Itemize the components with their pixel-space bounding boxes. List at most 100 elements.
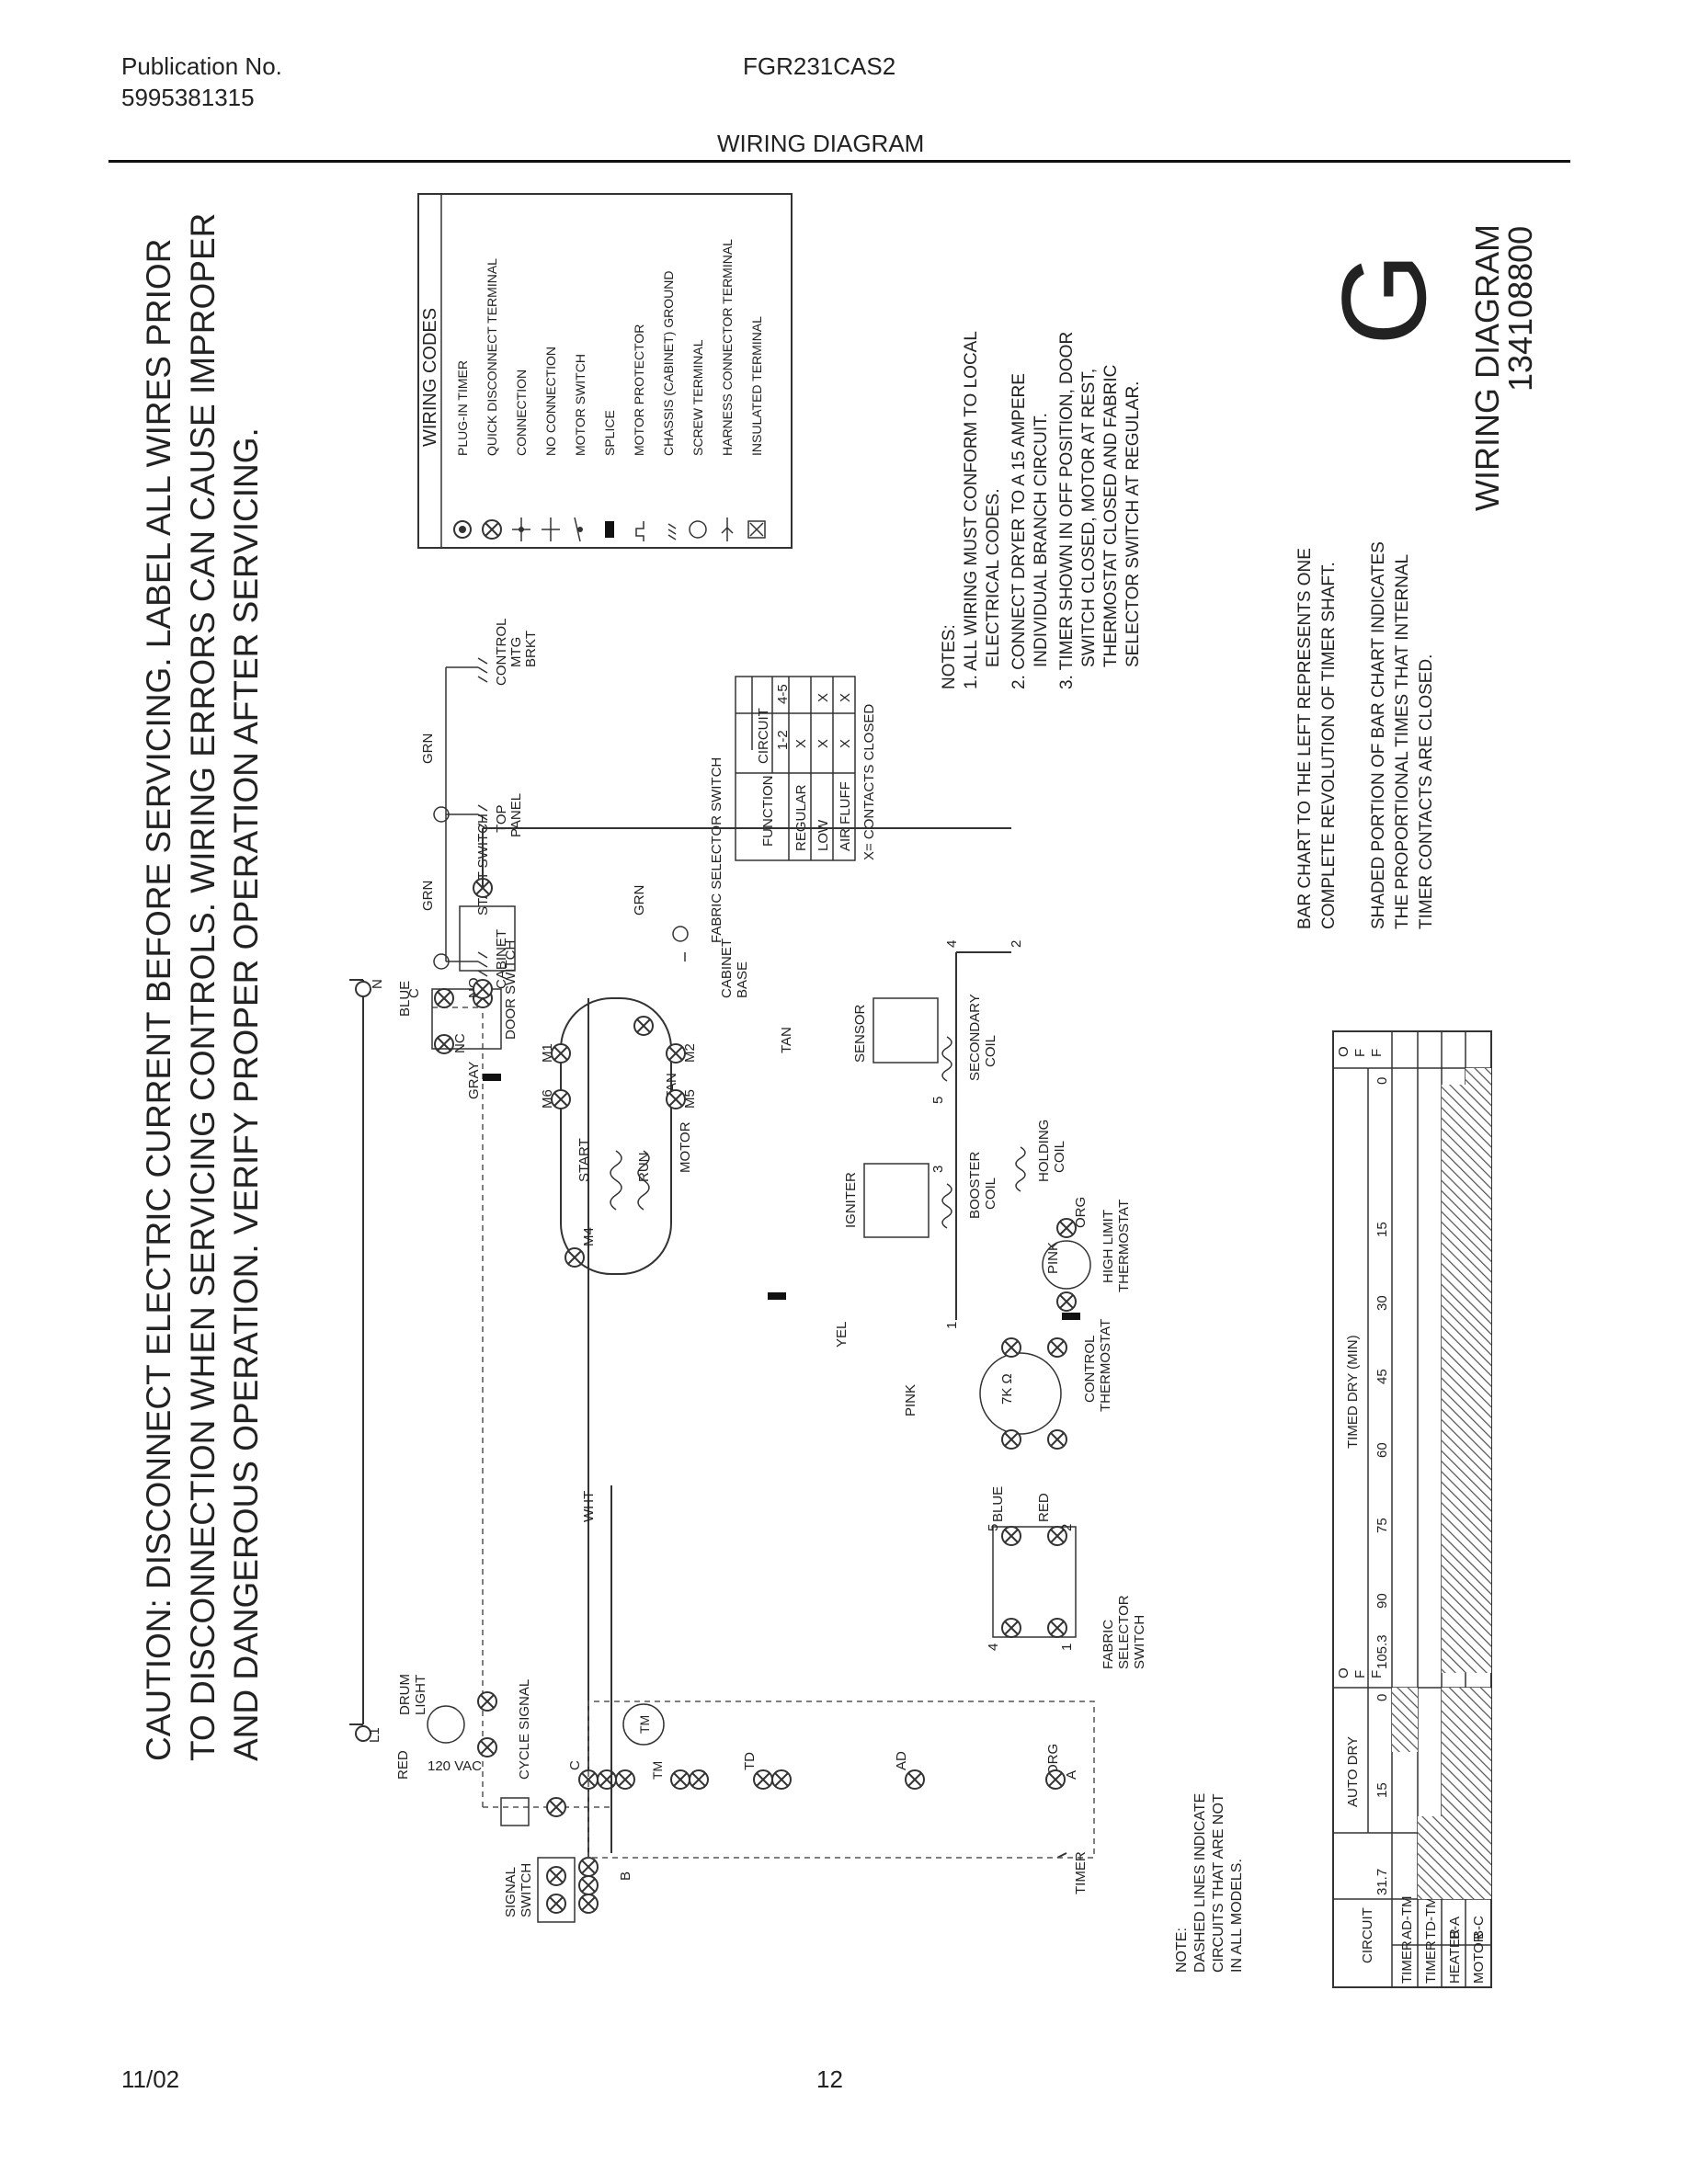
- igniter-icon: [863, 1163, 930, 1238]
- auto-dry-tick-2: 15: [1374, 1782, 1390, 1798]
- coil-terminal-2: 2: [1009, 940, 1024, 948]
- splice-icon: [605, 521, 614, 538]
- off-label-2-f2: F: [1369, 1049, 1385, 1057]
- coil-terminal-4: 4: [944, 940, 960, 948]
- note-line-5: 3. TIMER SHOWN IN OFF POSITION, DOOR: [1057, 332, 1077, 689]
- caution-line-3: AND DANGEROUS OPERATION. VERIFY PROPER O…: [227, 427, 265, 1761]
- wire-grn-2: GRN: [420, 734, 436, 764]
- publication-label: Publication No.: [121, 52, 282, 80]
- chart-row-2-b: TD-TM: [1423, 1896, 1439, 1939]
- holding-coil-label-2: COIL: [1052, 1141, 1067, 1173]
- diagram-id: G WIRING DIAGRAM 134108800: [1317, 224, 1539, 511]
- timed-dry-tick-45: 45: [1374, 1369, 1390, 1384]
- fabric-cell-low-12: X: [815, 739, 831, 748]
- booster-coil-label-2: COIL: [983, 1177, 998, 1210]
- motor-start-label: START: [576, 1138, 592, 1182]
- code-motor-protector: MOTOR PROTECTOR: [632, 324, 646, 456]
- model-number: FGR231CAS2: [743, 52, 896, 80]
- signal-switch-icon: [537, 1857, 576, 1923]
- ground-control-label-2: MTG: [508, 637, 524, 667]
- section-title: WIRING DIAGRAM: [717, 130, 925, 157]
- chart-row-4-b: B-C: [1471, 1916, 1487, 1939]
- code-motor-switch: MOTOR SWITCH: [573, 354, 587, 456]
- timed-dry-tick-60: 60: [1374, 1442, 1390, 1458]
- code-connection: CONNECTION: [514, 370, 529, 456]
- cabinet-base-label-2: BASE: [735, 961, 750, 998]
- code-splice: SPLICE: [602, 410, 617, 456]
- bar-note-line-4: THE PROPORTIONAL TIMES THAT INTERNAL: [1393, 554, 1412, 929]
- off-label-1-f1: F: [1352, 1670, 1368, 1678]
- quick-disconnect-icon: [482, 519, 502, 540]
- pink-wire-label-2: PINK: [1045, 1242, 1061, 1274]
- off-label-1-f2: F: [1369, 1670, 1385, 1678]
- chart-row-1-a: TIMER: [1399, 1940, 1415, 1984]
- code-no-connection: NO CONNECTION: [543, 347, 558, 456]
- motor-m1-label: M1: [540, 1043, 555, 1063]
- splice-gray: [483, 1074, 501, 1081]
- fabric-cell-low-45: X: [815, 693, 831, 702]
- fs-terminal-5: 5: [986, 1524, 1001, 1531]
- code-chassis-ground: CHASSIS (CABINET) GROUND: [661, 271, 676, 456]
- chart-row-3-b: B-A: [1447, 1917, 1463, 1939]
- door-nc-label: NC: [452, 1033, 468, 1053]
- auto-dry-tick-3: 0: [1374, 1694, 1390, 1701]
- org-wire-label: ORG: [1073, 1197, 1089, 1228]
- bar-motor-auto: [1466, 1688, 1491, 1899]
- igniter-label: IGNITER: [843, 1172, 859, 1228]
- booster-coil-icon: [941, 1183, 952, 1229]
- timed-dry-tick-75: 75: [1374, 1518, 1390, 1533]
- control-thermostat-icon: [979, 1352, 1062, 1435]
- secondary-coil-label-2: COIL: [983, 1035, 998, 1067]
- fabric-cell-airfluff-12: X: [838, 739, 853, 748]
- off-label-2-f1: F: [1352, 1049, 1368, 1057]
- timer-chart: CIRCUIT TIMER AD-TM TIMER TD-TM HEATER B…: [1332, 1030, 1492, 1988]
- wiring-codes-legend: WIRING CODES PLUG-IN TIMER QUICK DISCONN…: [417, 193, 793, 549]
- timer-c-label: C: [567, 1760, 583, 1770]
- footer-date: 11/02: [121, 2065, 180, 2093]
- fabric-cell-regular-12: X: [793, 739, 809, 748]
- drum-light-icon: [427, 1705, 465, 1744]
- diagram-id-number: 134108800: [1501, 226, 1539, 392]
- header-rule: [108, 160, 1570, 163]
- start-switch-body: [459, 905, 516, 972]
- ground-control-label-1: CONTROL: [494, 619, 509, 686]
- diagram-letter: G: [1317, 253, 1451, 346]
- page-number: 12: [816, 2065, 843, 2093]
- fabric-circuit-header: CIRCUIT: [756, 708, 771, 764]
- td-label: TD: [742, 1752, 758, 1770]
- motor-switch-icon: [574, 517, 583, 542]
- grn-wire-label: GRN: [632, 885, 647, 916]
- auto-dry-label: AUTO DRY: [1345, 1736, 1361, 1807]
- tm-terminal-label: TM: [650, 1761, 665, 1780]
- bar-note-line-1: BAR CHART TO THE LEFT REPRESENTS ONE: [1295, 548, 1315, 929]
- wire-grn-1: GRN: [420, 881, 436, 911]
- note-line-6: SWITCH CLOSED, MOTOR AT REST,: [1079, 369, 1099, 667]
- note-line-7: THERMOSTAT CLOSED AND FABRIC: [1101, 365, 1121, 667]
- coil-terminal-3: 3: [930, 1166, 946, 1173]
- ground-top-panel-label-1: TOP: [494, 804, 509, 833]
- high-limit-thermostat-icon: [1042, 1240, 1091, 1290]
- timed-dry-tick-15: 15: [1374, 1222, 1390, 1237]
- bar-motor-timed: [1466, 1068, 1491, 1673]
- schematic: L1 RED N BLUE 120 VAC C NO NC DOOR SWITC…: [349, 813, 1147, 1923]
- screw-terminal-icon: [689, 520, 707, 539]
- secondary-coil-icon: [941, 1036, 952, 1082]
- off-label-1-o: O: [1336, 1667, 1352, 1678]
- note-line-2: ELECTRICAL CODES.: [984, 488, 1003, 667]
- timed-dry-tick-30: 30: [1374, 1295, 1390, 1311]
- dashed-note-line-3: CIRCUITS THAT ARE NOT: [1211, 1793, 1226, 1973]
- motor-housing: [560, 997, 672, 1275]
- timer-a-label: A: [1064, 1770, 1079, 1780]
- off-label-2-o: O: [1336, 1046, 1352, 1057]
- fs-red-label: RED: [1036, 1493, 1052, 1522]
- ground-top-panel-label-2: PANEL: [508, 793, 524, 837]
- code-screw-terminal: SCREW TERMINAL: [690, 339, 705, 456]
- control-thermostat-label-1: CONTROL: [1082, 1336, 1098, 1403]
- coil-terminal-5: 5: [930, 1097, 946, 1104]
- door-switch-label: DOOR SWITCH: [503, 940, 519, 1040]
- no-connection-icon: [542, 518, 560, 541]
- signal-switch-label-2: SWITCH: [519, 1863, 534, 1917]
- holding-coil-icon: [1015, 1146, 1026, 1192]
- fabric-cell-airfluff-45: X: [838, 693, 853, 702]
